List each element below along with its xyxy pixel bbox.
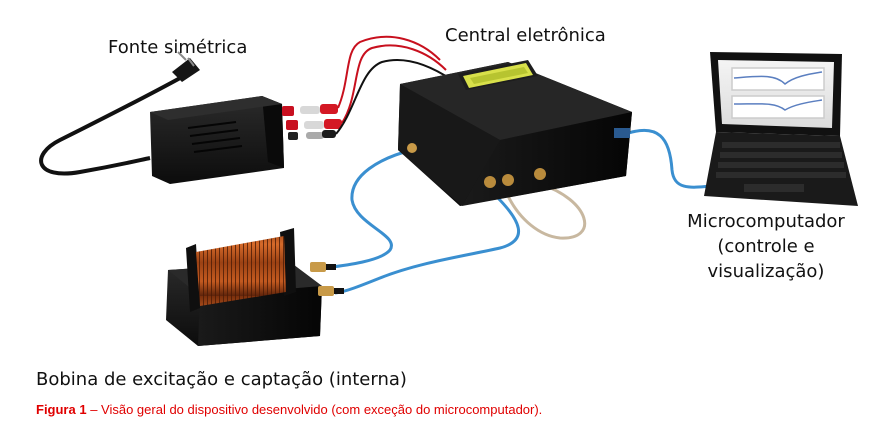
bnc-connectors	[407, 128, 630, 188]
label-computer-line3: visualização)	[707, 261, 825, 282]
label-computer-line2: (controle e	[717, 236, 815, 257]
coil-connectors	[310, 262, 344, 296]
lcd-display	[458, 60, 538, 90]
binding-posts	[282, 104, 342, 140]
label-computer-line1: Microcomputador	[687, 211, 845, 232]
power-wires	[335, 35, 453, 135]
central-unit-box	[398, 60, 632, 206]
power-plug	[39, 51, 200, 176]
figure-caption: Figura 1 – Visão geral do dispositivo de…	[36, 402, 542, 417]
label-computer: Microcomputador (controle e visualização…	[668, 209, 864, 284]
power-supply-box	[150, 96, 342, 184]
label-coil: Bobina de excitação e captação (interna)	[36, 369, 407, 390]
laptop	[704, 52, 858, 206]
label-electronic-unit: Central eletrônica	[445, 25, 606, 46]
caption-text: – Visão geral do dispositivo desenvolvid…	[86, 402, 543, 417]
blue-coax-cable	[323, 148, 587, 295]
label-power-supply: Fonte simétrica	[108, 37, 248, 58]
coil-assembly	[166, 228, 344, 346]
screen-plots	[731, 67, 825, 119]
usb-cable	[619, 129, 713, 189]
caption-prefix: Figura 1	[36, 402, 87, 417]
